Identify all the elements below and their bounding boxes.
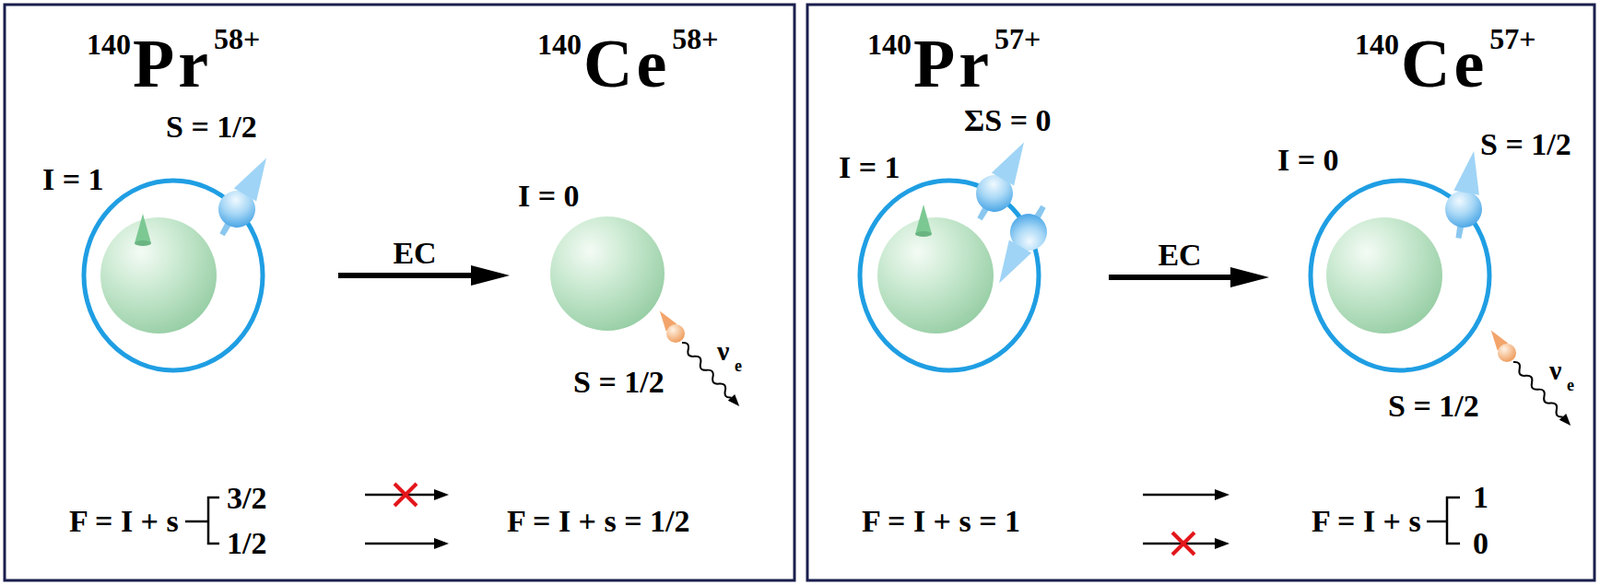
physics-label: 1 [1472, 482, 1489, 514]
transition-arrow [1142, 489, 1230, 501]
neutrino-wave [1509, 359, 1575, 430]
nuclear-spin-label: I = 0 [517, 180, 580, 212]
ion-superscript: 58+ [671, 23, 718, 54]
electron [983, 197, 1060, 293]
physics-label: e [734, 357, 742, 375]
physics-label: S = 1/2 [1480, 129, 1572, 161]
physics-label: F = I + s = 1/2 [506, 505, 691, 538]
element-symbol: Ce [583, 29, 671, 98]
ion-superscript: 140 [1354, 29, 1400, 59]
physics-label: S = 1/2 [165, 111, 258, 143]
ion-superscript: 140 [867, 29, 912, 59]
element-symbol: Ce [1400, 29, 1488, 98]
nucleus [100, 217, 217, 334]
neutrino-wave [678, 340, 743, 411]
ion-superscript: 57+ [994, 23, 1041, 54]
atom-node: 140Pr58+ I = 1 [36, 25, 332, 386]
transition-arrow [364, 538, 449, 550]
physics-label: S = 1/2 [573, 366, 665, 399]
physics-label: S = 1/2 [1388, 390, 1480, 423]
reaction-label: EC [392, 237, 436, 270]
element-symbol: Pr [132, 29, 212, 98]
ion-heading: 140Ce57+ [1354, 29, 1537, 98]
physics-label: ν [1549, 356, 1562, 385]
nuclear-spin [134, 213, 152, 247]
physics-label: e [1566, 376, 1575, 394]
ion-heading: 140Pr58+ [86, 29, 260, 98]
atom-node: 140Ce58+ I = 0 [512, 25, 743, 386]
orbit [859, 180, 1039, 371]
element-symbol: Pr [913, 29, 993, 98]
physics-label: F = I + s = 1 [861, 505, 1021, 538]
nuclear-spin-label: I = 1 [42, 164, 105, 196]
nucleus [1326, 217, 1443, 334]
nuclear-spin-label: I = 0 [1277, 144, 1340, 177]
bracket [1426, 497, 1460, 544]
physics-label: 0 [1472, 528, 1489, 560]
arrow-shaft [338, 272, 475, 279]
electron [1440, 147, 1493, 241]
physics-label: ΣS = 0 [964, 105, 1052, 137]
forbidden-cross [1172, 532, 1195, 555]
ion-superscript: 140 [537, 29, 582, 59]
electron [206, 149, 283, 245]
physics-label: F = I + s [69, 505, 179, 538]
panel-frame [807, 4, 1595, 581]
physics-label: 1/2 [226, 528, 267, 560]
ion-superscript: 57+ [1489, 23, 1536, 54]
atom-node: 140Pr57+ I = 1 [829, 25, 1105, 386]
ion-heading: 140Pr57+ [867, 29, 1041, 98]
panel-frame [4, 4, 795, 581]
ion-heading: 140Ce58+ [537, 29, 719, 98]
forbidden-cross [394, 483, 417, 506]
bracket [185, 497, 220, 544]
nucleus [877, 217, 994, 334]
physics-label: 3/2 [226, 482, 267, 515]
atom-node: 140Ce57+ I = 0 [1271, 25, 1586, 386]
arrow-head [1230, 267, 1270, 288]
nuclear-spin [915, 204, 932, 237]
arrow-shaft [1108, 274, 1235, 281]
ion-superscript: 58+ [213, 23, 260, 54]
ion-superscript: 140 [86, 29, 131, 59]
neutrino [1485, 326, 1517, 363]
physics-label: F = I + s [1311, 505, 1422, 538]
arrow-head [470, 265, 510, 286]
nucleus [550, 216, 665, 331]
nuclear-spin-label: I = 1 [838, 152, 901, 184]
physics-label: ν [717, 337, 730, 365]
reaction-label: EC [1157, 239, 1201, 271]
neutrino [654, 306, 685, 343]
